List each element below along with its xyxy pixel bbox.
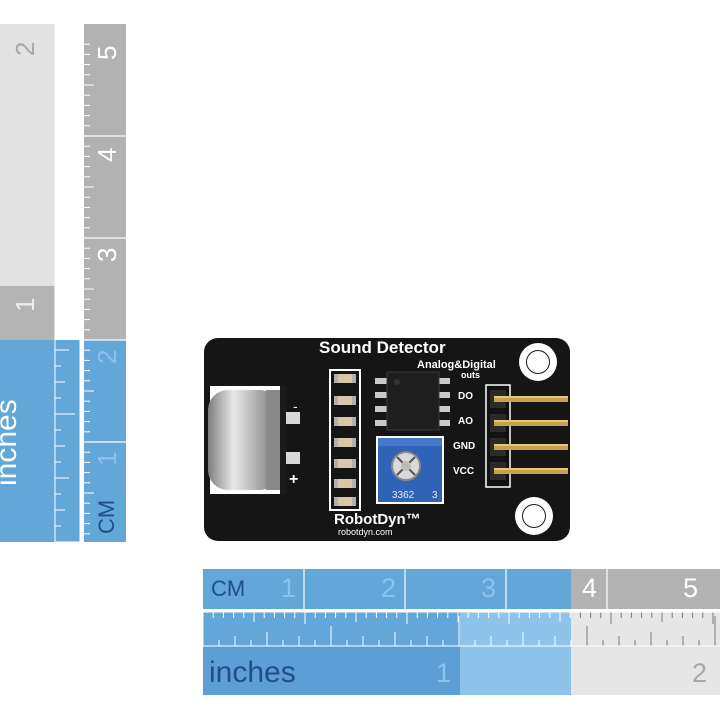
board-artwork: - + xyxy=(208,338,568,537)
horizontal-inch-scale-light xyxy=(460,612,571,695)
pin-label-do: DO xyxy=(458,391,473,402)
pot-marking: 3362 xyxy=(392,490,415,501)
horizontal-inch-label-1: 1 xyxy=(436,658,452,688)
horizontal-cm-label-3: 3 xyxy=(481,573,497,603)
vertical-cm-scale-blue xyxy=(84,340,126,542)
horizontal-cm-label-5: 5 xyxy=(683,573,699,603)
pot-value: 3 xyxy=(432,490,438,501)
horizontal-inches-label: inches xyxy=(209,656,296,689)
horizontal-tick-band-gray xyxy=(571,612,720,646)
mounting-hole-top xyxy=(519,343,557,381)
vertical-inch-label-1: 1 xyxy=(10,297,40,312)
board-title: Sound Detector xyxy=(319,338,446,357)
vertical-inches-label: inches xyxy=(0,399,23,486)
vertical-cm-label-5: 5 xyxy=(92,45,122,60)
horizontal-cm-unit-label: CM xyxy=(211,576,246,601)
pin-label-ao: AO xyxy=(458,416,473,427)
pin-label-vcc: VCC xyxy=(453,466,474,477)
vertical-inch-label-2: 2 xyxy=(10,41,40,56)
board-subtitle: Analog&Digital xyxy=(417,359,496,371)
horizontal-cm-label-4: 4 xyxy=(582,573,598,603)
vertical-inch-scale-blue xyxy=(0,340,80,542)
horizontal-cm-label-2: 2 xyxy=(381,573,397,603)
horizontal-cm-scale-blue xyxy=(203,569,571,609)
brand-logo: RobotDyn™ xyxy=(334,511,421,528)
horizontal-cm-label-1: 1 xyxy=(281,573,297,603)
horizontal-ruler-ticks xyxy=(202,569,720,647)
brand-url: robotdyn.com xyxy=(338,527,393,537)
potentiometer xyxy=(376,436,444,504)
vertical-ruler-ticks xyxy=(54,24,126,543)
vertical-cm-label-2: 2 xyxy=(92,349,122,364)
vertical-cm-label-4: 4 xyxy=(92,147,122,162)
horizontal-inch-scale-blue xyxy=(203,646,460,695)
pin-header xyxy=(485,384,568,488)
vertical-cm-scale-gray xyxy=(84,24,126,340)
vertical-cm-label-1: 1 xyxy=(92,451,122,466)
vertical-inch-mark-segment xyxy=(0,286,55,340)
mounting-hole-bottom xyxy=(515,497,553,535)
component-column xyxy=(329,369,361,511)
vertical-cm-label-3: 3 xyxy=(92,247,122,262)
minus-sign: - xyxy=(293,398,298,414)
horizontal-inch-scale-gray xyxy=(571,646,720,695)
vertical-cm-unit-label: CM xyxy=(94,499,119,534)
ic-chip xyxy=(375,371,450,431)
plus-sign: + xyxy=(289,471,298,488)
horizontal-cm-scale-gray xyxy=(571,569,720,609)
board-subtitle-outs: outs xyxy=(461,370,480,380)
horizontal-inch-label-2: 2 xyxy=(692,658,708,688)
pin-label-gnd: GND xyxy=(453,441,475,452)
microphone-capsule xyxy=(208,386,300,494)
